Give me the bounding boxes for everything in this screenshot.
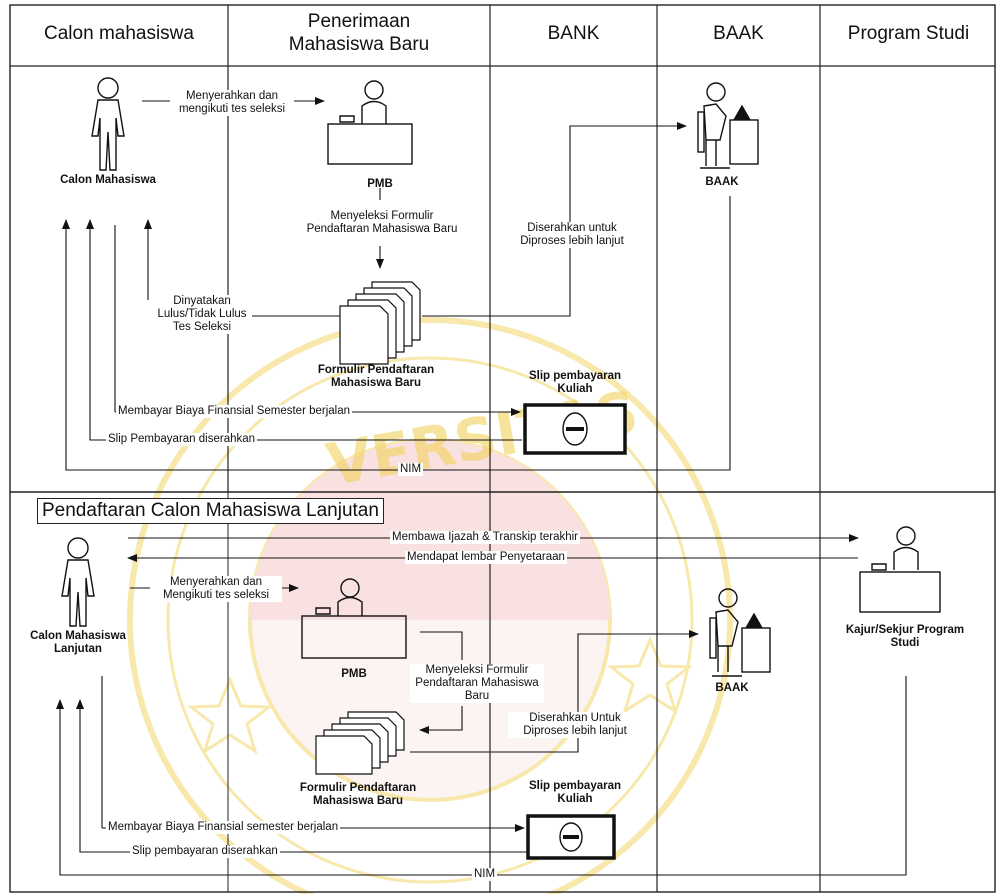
column-header-baak: BAAK	[713, 22, 764, 44]
column-header-pmb: Penerimaan Mahasiswa Baru	[288, 11, 430, 55]
section-title: Pendaftaran Calon Mahasiswa Lanjutan	[37, 498, 384, 524]
edge-label-submit-2: Menyerahkan dan Mengikuti tes seleksi	[150, 576, 282, 602]
edge-label-pay-2: Membayar Biaya Finansial semester berjal…	[106, 821, 341, 834]
edge-label-forward-2: Diserahkan Untuk Diproses lebih lanjut	[508, 712, 642, 738]
edge-label-select-2: Menyeleksi Formulir Pendaftaran Mahasisw…	[410, 664, 544, 703]
slip-title-2: Slip pembayaran Kuliah	[528, 780, 622, 805]
payment-slip-icon-2	[526, 814, 616, 860]
actor-lanjutan-label: Calon Mahasiswa Lanjutan	[30, 630, 126, 655]
forms-stack-icon	[339, 281, 421, 365]
edge-label-select: Menyeleksi Formulir Pendaftaran Mahasisw…	[300, 210, 464, 236]
forms-label-2: Formulir Pendaftaran Mahasiswa Baru	[299, 782, 417, 807]
edge-label-nim-2: NIM	[472, 868, 498, 881]
edge-label-forward: Diserahkan untuk Diproses lebih lanjut	[505, 222, 639, 248]
edge-label-slip: Slip Pembayaran diserahkan	[106, 433, 258, 446]
column-header-bank: BANK	[547, 22, 600, 44]
edge-label-submit: Menyerahkan dan mengikuti tes seleksi	[170, 90, 294, 116]
forms-label: Formulir Pendaftaran Mahasiswa Baru	[317, 364, 435, 389]
edge-label-result: Dinyatakan Lulus/Tidak Lulus Tes Seleksi	[152, 295, 252, 334]
pmb-desk-icon-2	[301, 578, 407, 659]
pmb-desk-icon	[327, 80, 413, 165]
baak-worker-icon	[697, 82, 759, 169]
baak-label-2: BAAK	[715, 682, 749, 694]
forms-stack-icon-2	[315, 711, 405, 775]
kajur-desk-icon	[859, 526, 941, 613]
student-icon	[91, 77, 125, 171]
pmb-label: PMB	[367, 178, 393, 190]
edge-label-nim: NIM	[398, 463, 424, 476]
baak-label: BAAK	[705, 176, 739, 188]
kajur-label: Kajur/Sekjur Program Studi	[845, 624, 965, 649]
actor-label: Calon Mahasiswa	[60, 174, 156, 186]
watermark-seal	[127, 317, 733, 894]
slip-title: Slip pembayaran Kuliah	[528, 370, 622, 395]
payment-slip-icon	[523, 403, 627, 455]
edge-label-pay: Membayar Biaya Finansial Semester berjal…	[116, 405, 353, 418]
edge-label-ijazah: Membawa Ijazah & Transkip terakhir	[390, 531, 580, 544]
edge-label-penyetaraan: Mendapat lembar Penyetaraan	[405, 551, 567, 564]
baak-worker-icon-2	[709, 588, 771, 677]
column-header-calon-mahasiswa: Calon mahasiswa	[44, 22, 194, 44]
column-header-program-studi: Program Studi	[847, 22, 970, 44]
edge-label-slip-2: Slip pembayaran diserahkan	[130, 845, 280, 858]
student-lanjutan-icon	[61, 537, 95, 627]
pmb-label-2: PMB	[341, 668, 367, 680]
